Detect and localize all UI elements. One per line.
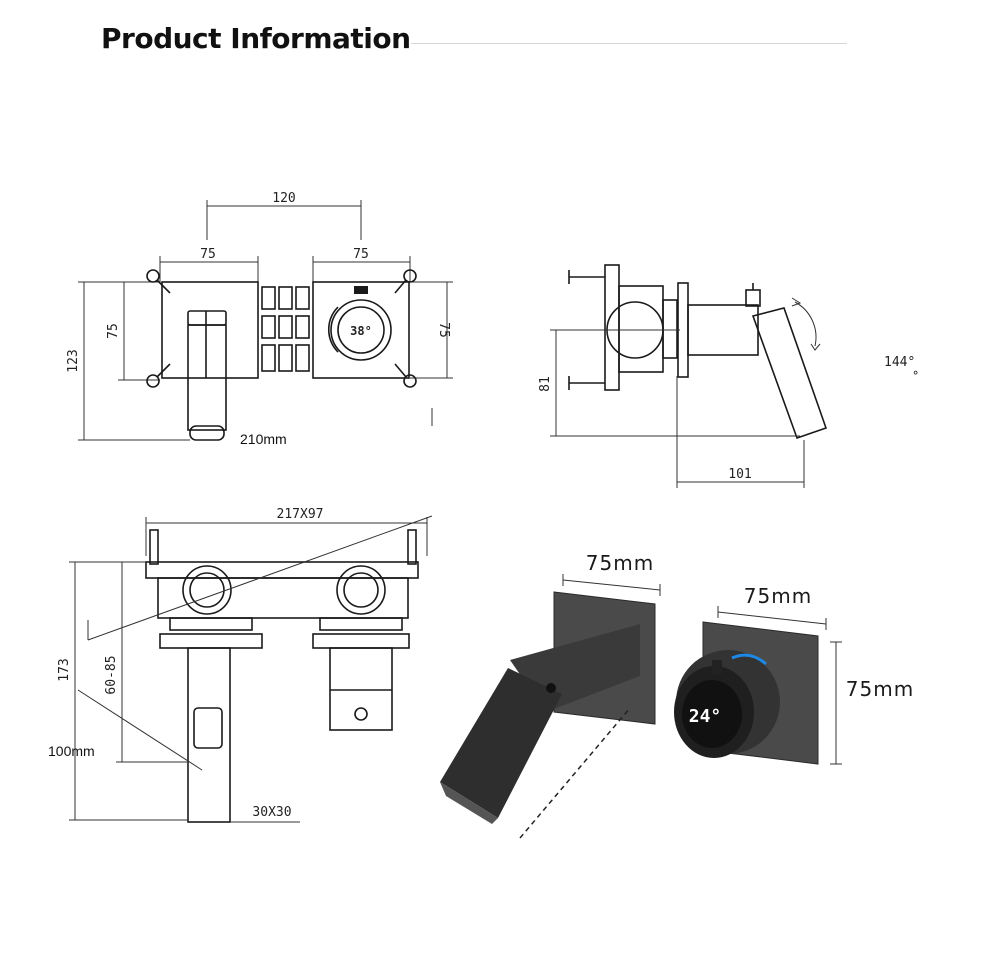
rotation-degree-mark: ° [912,369,919,383]
spout-section-dim: 30X30 [252,805,291,820]
valve-display [682,680,742,748]
section-header: Product Information [101,22,847,66]
front-dim-range: 60-85 [104,655,119,694]
valve-plate-width: 75mm [744,584,812,608]
front-view: 217X97 173 60-85 30X30 100mm [48,507,433,823]
valve-plate-height: 75mm [846,677,914,701]
rotation-arc [794,301,817,347]
side-lever [751,307,828,440]
dial-display-temp: 38° [350,324,372,338]
dial-arc [328,306,339,353]
spout-reach-line [519,707,631,839]
valve-accent [731,653,767,666]
spout-pivot [546,683,556,693]
title-divider [411,43,847,44]
spout-body [440,668,562,818]
box-size-dim: 217X97 [277,507,324,522]
spout-length-note: 210mm [240,431,287,447]
dim-height-left: 75 [106,323,121,339]
rotation-angle: 144° [884,355,915,370]
dial-knob [354,286,368,294]
side-dim-depth: 101 [728,467,751,482]
dim-total-width: 120 [272,191,295,206]
spout-plate-size: 75mm [586,551,654,575]
grid-cells [261,286,310,372]
front-dim-total: 173 [57,658,72,681]
side-view: 144° ° 81 101 [538,264,919,488]
leader-line [87,515,433,641]
top-view: 120 75 75 123 75 75 [66,191,453,447]
dim-left-width: 75 [200,247,216,262]
drop-note: 100mm [48,743,95,759]
dim-height-right: 75 [436,322,451,338]
dim-right-width: 75 [353,247,369,262]
product-photo: 75mm 75mm 24° 75mm [440,551,914,839]
dim-height-total: 123 [66,349,81,372]
page-title: Product Information [101,22,411,55]
side-dim-height: 81 [538,376,553,392]
valve-display-temp: 24° [689,706,722,727]
